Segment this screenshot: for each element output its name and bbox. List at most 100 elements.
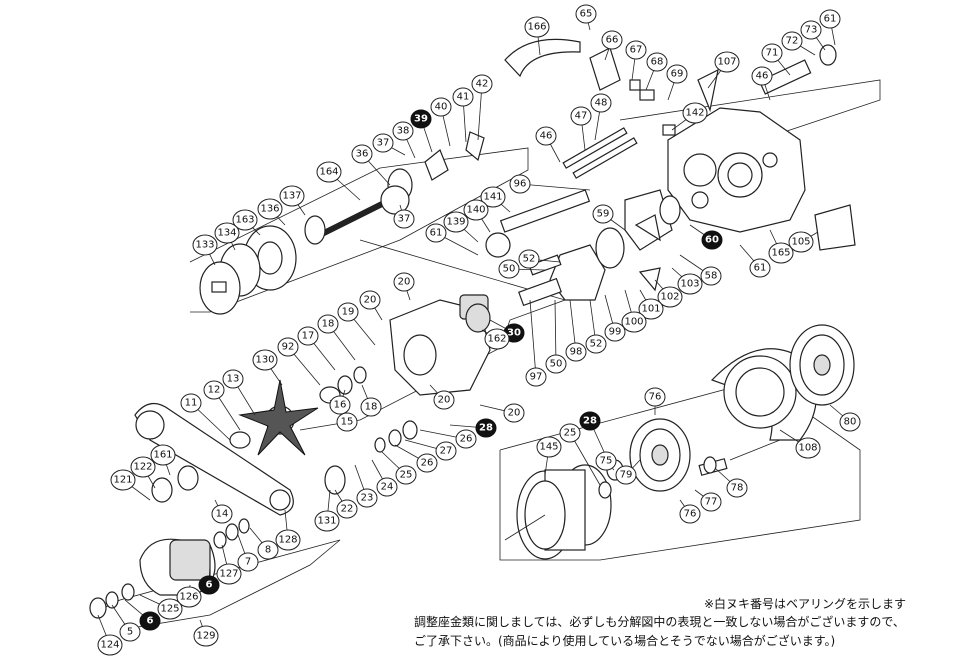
part-98-label: 98 — [570, 347, 583, 358]
part-69-callout: 69 — [666, 64, 688, 84]
part-61a-bubble — [819, 9, 841, 29]
cast-control-shape — [629, 418, 781, 492]
part-124-bubble — [97, 634, 123, 656]
handle-knob-shape — [139, 465, 216, 596]
part-161-bubble — [150, 444, 176, 466]
part-78-callout: 78 — [726, 478, 748, 498]
part-shapes — [89, 38, 856, 619]
part-126-label: 126 — [179, 592, 198, 603]
part-37b-label: 37 — [398, 214, 411, 225]
part-26a-label: 26 — [460, 434, 473, 445]
part-50a-label: 50 — [503, 264, 516, 275]
part-140-label: 140 — [466, 205, 485, 216]
handle-arm-shape — [134, 403, 294, 516]
part-15-bubble — [336, 412, 358, 432]
part-165-bubble — [768, 242, 794, 264]
part-141-label: 141 — [483, 192, 502, 203]
part-102-label: 102 — [660, 292, 679, 303]
part-25a-bubble — [395, 465, 417, 485]
part-125-bubble — [157, 598, 183, 620]
part-46b-bubble — [535, 126, 557, 146]
part-105-callout: 105 — [788, 231, 814, 253]
part-136-callout: 136 — [257, 198, 283, 220]
part-124-label: 124 — [100, 640, 119, 651]
part-79-callout: 79 — [615, 465, 637, 485]
part-50b-leader — [554, 299, 557, 365]
part-101-label: 101 — [641, 304, 660, 315]
part-76a-bubble — [644, 387, 666, 407]
part-25b-label: 25 — [564, 428, 577, 439]
part-71-label: 71 — [766, 48, 779, 59]
part-107-label: 107 — [717, 57, 736, 68]
part-125-callout: 125 — [157, 598, 183, 620]
part-17-callout: 17 — [297, 326, 319, 346]
part-36-label: 36 — [356, 149, 369, 160]
part-129-callout: 129 — [193, 625, 219, 647]
part-50a-bubble — [498, 259, 520, 279]
part-68-callout: 68 — [646, 52, 668, 72]
part-37a-label: 37 — [377, 138, 390, 149]
part-96-label: 96 — [514, 179, 527, 190]
part-141-bubble — [480, 186, 506, 208]
part-128-callout: 128 — [275, 529, 301, 551]
part-129-label: 129 — [196, 631, 215, 642]
part-60-callout: 60 — [701, 230, 723, 250]
part-52b-bubble — [585, 334, 607, 354]
part-59-callout: 59 — [592, 204, 614, 224]
part-46b-label: 46 — [540, 131, 553, 142]
part-108-callout: 108 — [795, 437, 821, 459]
part-73-bubble — [800, 20, 822, 40]
star-drag-shape — [238, 379, 319, 456]
part-134-bubble — [214, 222, 240, 244]
part-59-bubble — [592, 204, 614, 224]
part-20d-callout: 20 — [503, 403, 525, 423]
part-20c-bubble — [433, 390, 455, 410]
part-72-bubble — [781, 31, 803, 51]
part-97-bubble — [525, 367, 547, 387]
part-30-label: 30 — [507, 328, 521, 339]
part-61c-callout: 61 — [749, 258, 771, 278]
part-99-bubble — [604, 322, 626, 342]
part-127-callout: 127 — [216, 563, 242, 585]
part-25b-leader — [569, 432, 601, 486]
part-20d-label: 20 — [508, 408, 521, 419]
part-50b-bubble — [545, 354, 567, 374]
part-162-label: 162 — [487, 334, 506, 345]
part-46a-label: 46 — [756, 71, 769, 82]
part-131-label: 131 — [317, 516, 336, 527]
part-20b-label: 20 — [364, 295, 377, 306]
part-28a-bubble — [475, 418, 497, 438]
part-142-label: 142 — [685, 108, 704, 119]
part-100-label: 100 — [624, 317, 643, 328]
part-48-label: 48 — [595, 98, 608, 109]
part-6b-label: 6 — [147, 616, 154, 627]
part-38-callout: 38 — [392, 121, 414, 141]
part-20a-label: 20 — [398, 277, 411, 288]
part-52a-label: 52 — [523, 254, 536, 265]
part-139-bubble — [443, 211, 469, 233]
part-99-callout: 99 — [604, 322, 626, 342]
part-166-callout: 166 — [524, 16, 550, 38]
part-16-label: 16 — [334, 400, 347, 411]
part-23-label: 23 — [361, 493, 374, 504]
part-38-bubble — [392, 121, 414, 141]
part-13-bubble — [222, 369, 244, 389]
part-19-label: 19 — [342, 307, 355, 318]
part-96-bubble — [509, 174, 531, 194]
part-18b-label: 18 — [365, 402, 378, 413]
part-66-label: 66 — [606, 35, 619, 46]
part-12-callout: 12 — [203, 380, 225, 400]
part-23-bubble — [356, 488, 378, 508]
part-103-label: 103 — [680, 279, 699, 290]
part-61a-callout: 61 — [819, 9, 841, 29]
part-12-bubble — [203, 380, 225, 400]
part-77-label: 77 — [705, 497, 718, 508]
part-92-bubble — [277, 337, 299, 357]
part-141-callout: 141 — [480, 186, 506, 208]
part-6b-callout: 6 — [139, 611, 161, 631]
part-96-leader — [519, 183, 591, 191]
part-28b-bubble — [579, 411, 601, 431]
part-17-label: 17 — [302, 331, 315, 342]
part-164-label: 164 — [319, 167, 338, 178]
part-41-callout: 41 — [452, 87, 474, 107]
